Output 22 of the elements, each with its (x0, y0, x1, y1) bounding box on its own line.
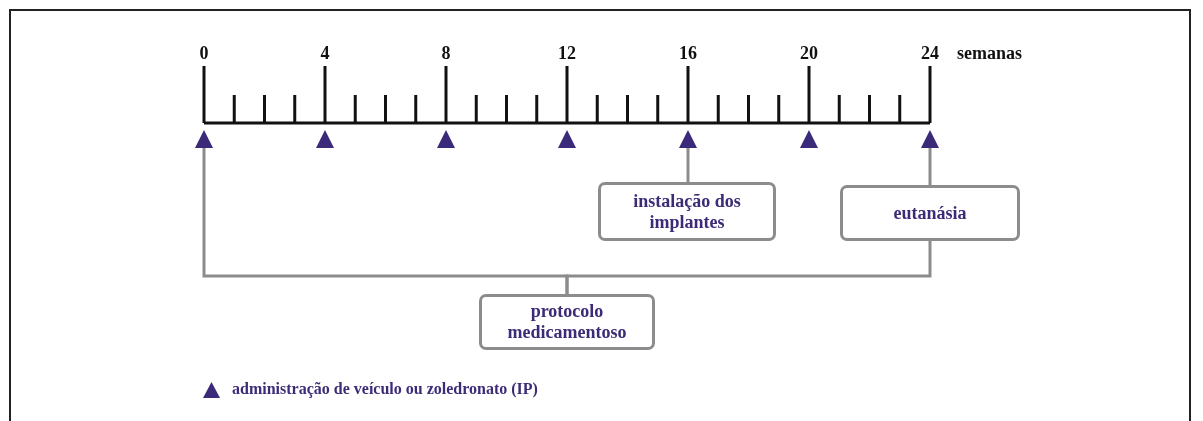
triangle-marker (800, 130, 818, 148)
triangle-marker (316, 130, 334, 148)
triangle-marker (195, 130, 213, 148)
connector-line (686, 148, 690, 182)
tick-label: 0 (198, 43, 210, 64)
triangle-marker (921, 130, 939, 148)
connector-line (565, 241, 932, 294)
legend-text: administração de veículo ou zoledronato (IP) (232, 380, 538, 398)
triangle-marker (558, 130, 576, 148)
triangle-marker (437, 130, 455, 148)
connector-line (928, 148, 932, 185)
tick-label: 12 (557, 43, 577, 64)
event-box: protocolo medicamentoso (479, 294, 655, 350)
event-box: instalação dos implantes (598, 182, 776, 241)
tick-label: 16 (678, 43, 698, 64)
tick-label: 20 (799, 43, 819, 64)
tick-label: 4 (319, 43, 331, 64)
event-box: eutanásia (840, 185, 1020, 241)
axis-unit-label: semanas (957, 43, 1022, 64)
tick-label: 8 (440, 43, 452, 64)
triangle-marker (679, 130, 697, 148)
tick-label: 24 (920, 43, 940, 64)
